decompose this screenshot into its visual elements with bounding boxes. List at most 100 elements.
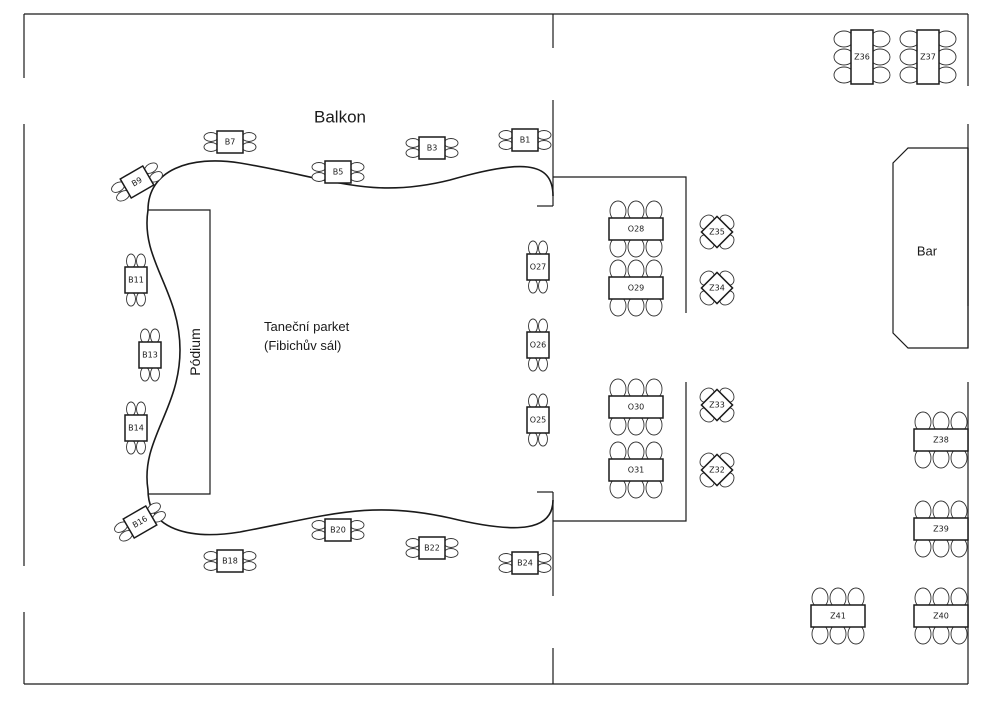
table-top [138,341,162,369]
table-label: B3 [427,144,438,153]
stage [148,209,211,495]
chair [140,366,150,382]
table-label: Z41 [830,612,846,621]
chair [126,253,136,269]
table-z34[interactable]: Z34 [689,260,746,317]
table-label: B24 [517,559,533,568]
table-label: Z34 [709,284,725,293]
table-o30[interactable]: O30 [608,378,664,436]
chair [405,138,421,148]
table-label: O26 [530,341,546,350]
table-top [608,276,664,300]
table-label: B5 [333,168,344,177]
table-b13[interactable]: B13 [138,328,162,382]
chair [126,401,136,417]
table-z41[interactable]: Z41 [810,587,866,645]
table-label: Z39 [933,525,949,534]
chair [528,318,538,334]
table-z32[interactable]: Z32 [689,442,746,499]
table-b14[interactable]: B14 [124,401,148,455]
table-top [124,266,148,294]
table-b9[interactable]: B9 [109,159,165,204]
table-z33[interactable]: Z33 [689,377,746,434]
table-z38[interactable]: Z38 [913,411,969,469]
table-b16[interactable]: B16 [112,499,168,544]
chair [536,553,552,563]
table-top [608,458,664,482]
chair [443,538,459,548]
table-top [913,604,969,628]
dance-floor-outline [146,160,554,536]
table-top [850,29,874,85]
chair [498,140,514,150]
table-label: Z36 [854,53,870,62]
chair [136,253,146,269]
balcony-label: Balkon [314,108,366,127]
table-label: B13 [142,351,158,360]
table-label: Z33 [709,401,725,410]
chair [203,142,219,152]
table-label: Z32 [709,466,725,475]
chair [349,520,365,530]
table-b11[interactable]: B11 [124,253,148,307]
chair [241,551,257,561]
table-label: Z38 [933,436,949,445]
table-label: B11 [128,276,144,285]
table-top [700,388,734,422]
chair [349,530,365,540]
table-z36[interactable]: Z36 [833,29,891,85]
table-label: O31 [628,466,644,475]
table-top [418,536,446,560]
chair [311,162,327,172]
chair [405,538,421,548]
table-o26[interactable]: O26 [526,318,550,372]
table-b5[interactable]: B5 [311,160,365,184]
table-o28[interactable]: O28 [608,200,664,258]
chair [241,561,257,571]
table-top [122,504,158,540]
table-z39[interactable]: Z39 [913,500,969,558]
chair [443,148,459,158]
chair [126,291,136,307]
table-top [526,253,550,281]
table-o27[interactable]: O27 [526,240,550,294]
table-o31[interactable]: O31 [608,441,664,499]
table-top [216,549,244,573]
chair [405,148,421,158]
table-o25[interactable]: O25 [526,393,550,447]
table-b7[interactable]: B7 [203,130,257,154]
table-label: O28 [628,225,644,234]
table-top [216,130,244,154]
table-z40[interactable]: Z40 [913,587,969,645]
table-top [916,29,940,85]
chair [443,548,459,558]
chair [528,431,538,447]
stage-label: Pódium [187,328,203,375]
chair [538,393,548,409]
table-o29[interactable]: O29 [608,259,664,317]
bar-label: Bar [917,244,938,259]
chair [136,439,146,455]
chair [203,561,219,571]
chair [498,130,514,140]
table-b20[interactable]: B20 [311,518,365,542]
table-top [700,453,734,487]
table-b24[interactable]: B24 [498,551,552,575]
table-b22[interactable]: B22 [405,536,459,560]
chair [443,138,459,148]
table-label: Z40 [933,612,949,621]
table-top [608,217,664,241]
table-label: O30 [628,403,644,412]
chair [311,172,327,182]
table-label: B1 [520,136,531,145]
table-z37[interactable]: Z37 [899,29,957,85]
chair [528,356,538,372]
table-z35[interactable]: Z35 [689,204,746,261]
dance-floor-label: Taneční parket [264,319,350,334]
chair [136,401,146,417]
table-b18[interactable]: B18 [203,549,257,573]
table-b1[interactable]: B1 [498,128,552,152]
table-label: Z37 [920,53,936,62]
chair [528,393,538,409]
table-b3[interactable]: B3 [405,136,459,160]
